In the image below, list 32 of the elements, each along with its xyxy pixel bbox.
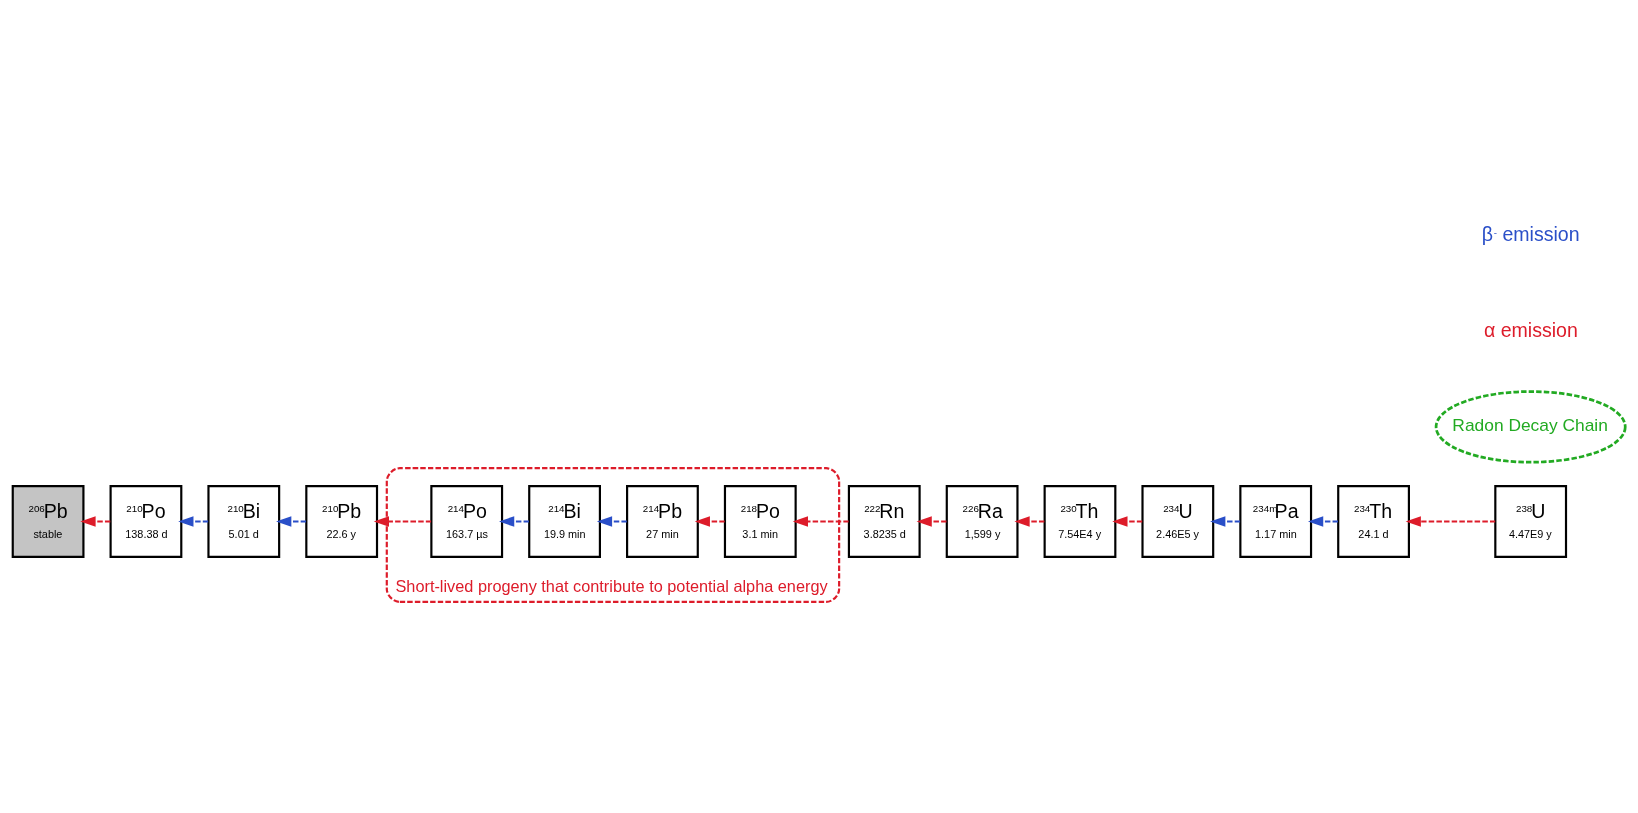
node-box: $^{206}$Pb stable — [11, 485, 85, 558]
node-box: $^{226}$Ra 1,599 y — [945, 485, 1019, 558]
node-box: $^{210}$Bi 5.01 d — [207, 485, 281, 558]
node-box: $^{234}$U 2.46E5 y — [1141, 485, 1215, 558]
node-box: $^{210}$Po 138.38 d — [109, 485, 183, 558]
arrow — [792, 516, 849, 527]
arrow — [694, 516, 725, 527]
node-box: $^{234m}$Pa 1.17 min — [1239, 485, 1313, 558]
arrow — [1112, 516, 1143, 527]
node-ellipse: Radon Decay Chain — [1434, 390, 1627, 464]
node-box: $^{214}$Po 163.7 µs — [430, 485, 504, 558]
legend-label: α emission — [1483, 319, 1578, 342]
arrow — [80, 516, 111, 527]
node-box: $^{230}$Th 7.54E4 y — [1043, 485, 1117, 558]
arrow — [1308, 516, 1338, 527]
node-box: $^{222}$Rn 3.8235 d — [847, 485, 921, 558]
arrow — [499, 516, 529, 527]
arrow — [178, 516, 209, 527]
node-box: $^{214}$Pb 27 min — [626, 485, 699, 558]
arrow — [276, 516, 307, 527]
node-box: $^{214}$Bi 19.9 min — [528, 485, 601, 558]
arrow — [1210, 516, 1241, 527]
node-box: $^{218}$Po 3.1 min — [723, 485, 797, 558]
arrow — [596, 516, 627, 527]
node-box: $^{234}$Th 24.1 d — [1337, 485, 1410, 558]
arrow — [373, 516, 432, 527]
legend-label: β$^{-}$ emission — [1481, 223, 1580, 246]
arrow — [916, 516, 947, 527]
arrow — [1405, 516, 1496, 527]
arrow — [1014, 516, 1045, 527]
node-box: $^{238}$U 4.47E9 y — [1494, 485, 1568, 558]
node-box: $^{210}$Pb 22.6 y — [305, 485, 379, 558]
